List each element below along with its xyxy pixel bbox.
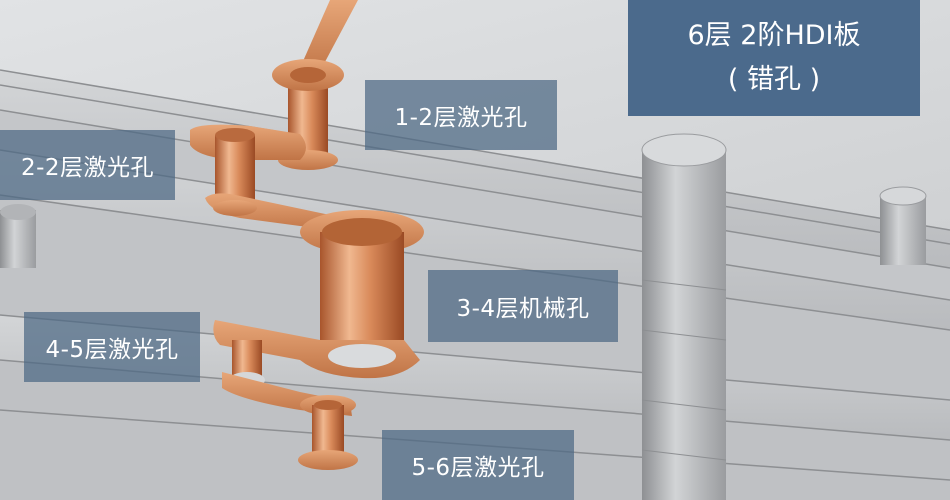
via-2-2 — [190, 124, 346, 232]
via-5-6 — [298, 395, 358, 470]
title-box: 6层 2阶HDI板 ( 错孔 ) — [628, 0, 920, 116]
label-via-2-2: 2-2层激光孔 — [0, 130, 175, 200]
label-via-5-6: 5-6层激光孔 — [382, 430, 574, 500]
label-via-1-2: 1-2层激光孔 — [365, 80, 557, 150]
title-line-1: 6层 2阶HDI板 — [687, 20, 861, 51]
through-pin — [641, 133, 727, 500]
label-via-3-4: 3-4层机械孔 — [428, 270, 618, 342]
small-pin — [879, 186, 927, 265]
title-line-2: ( 错孔 ) — [727, 64, 821, 95]
top-trace — [300, 0, 358, 75]
via-3-4 — [213, 210, 424, 379]
label-via-4-5: 4-5层激光孔 — [24, 312, 200, 382]
left-edge-hole — [0, 204, 36, 268]
